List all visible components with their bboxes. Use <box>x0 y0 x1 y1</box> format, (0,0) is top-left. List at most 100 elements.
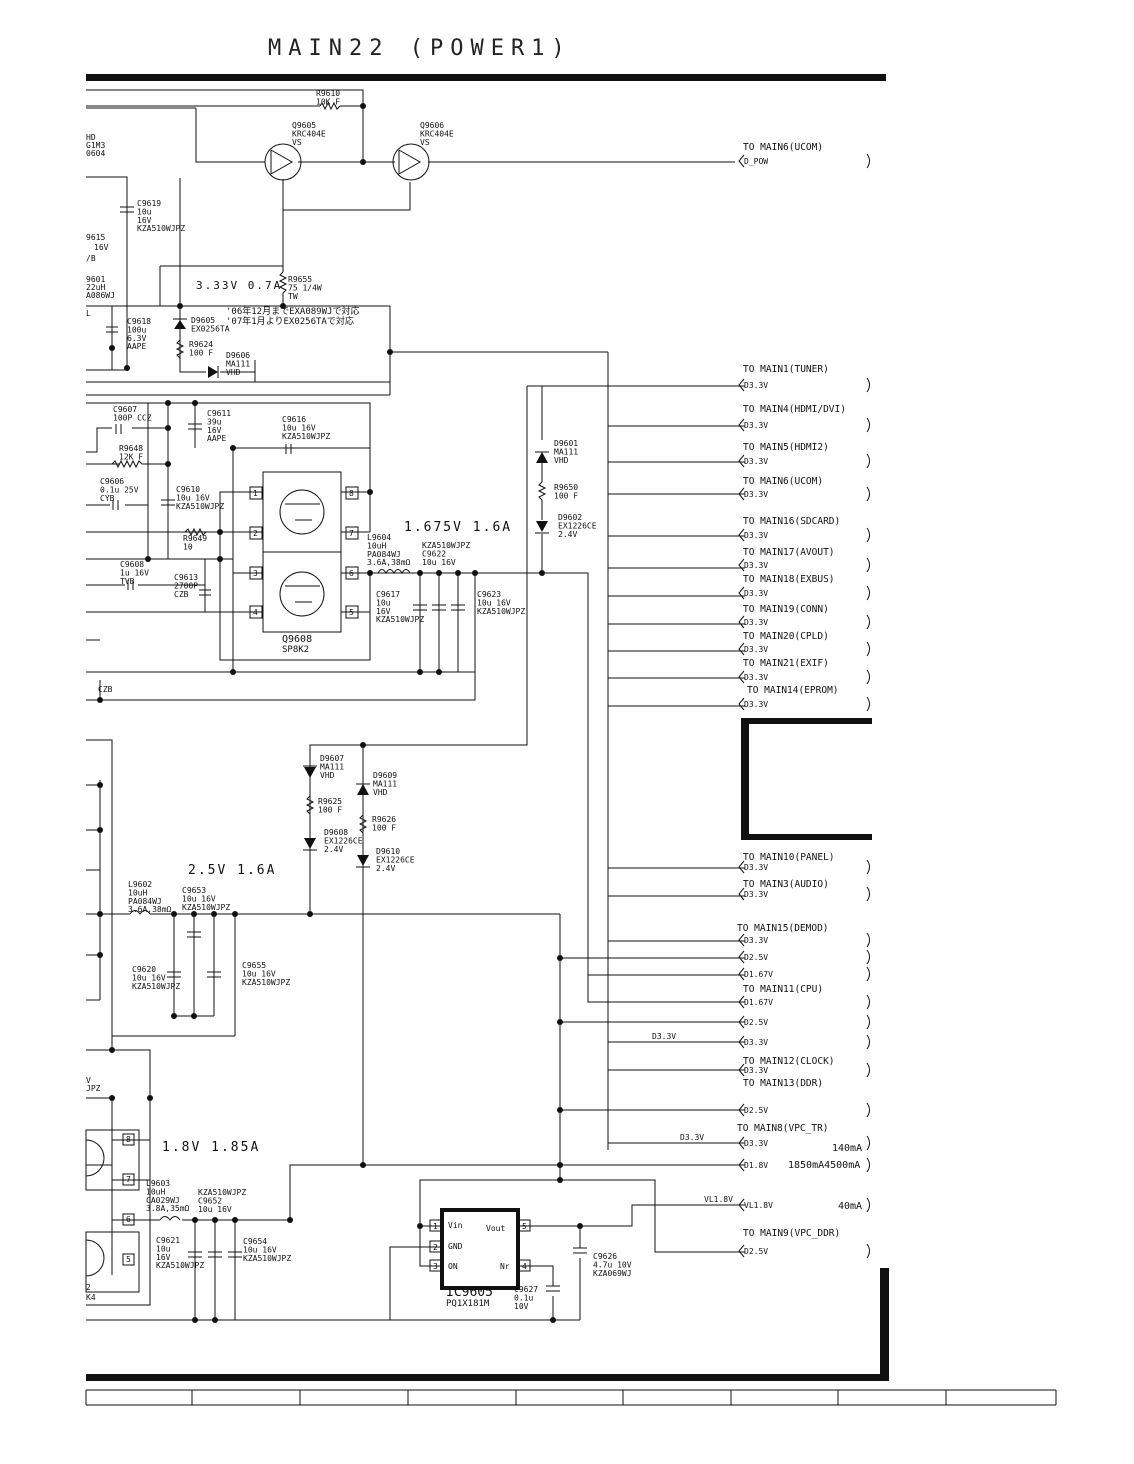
label-q9608: Q9608 <box>282 634 312 645</box>
svg-text:6: 6 <box>126 1215 131 1224</box>
label-d9606: D9606 <box>226 351 250 360</box>
label-c9613: C9613 <box>174 573 198 582</box>
label-c9655: KZA510WJPZ <box>242 978 290 987</box>
label-c9611: AAPE <box>207 434 226 443</box>
svg-text:2: 2 <box>86 1283 91 1292</box>
label-d9601: VHD <box>554 456 569 465</box>
page-title: MAIN22 (POWER1) <box>268 36 572 61</box>
connector-end <box>866 527 870 543</box>
label-c9655: C9655 <box>242 961 266 970</box>
svg-text:2: 2 <box>253 529 258 538</box>
connector-end <box>866 1034 870 1050</box>
connector-arrow <box>738 586 745 600</box>
connector-end <box>866 859 870 875</box>
svg-text:8: 8 <box>126 1135 131 1144</box>
ic9605-box <box>440 1208 520 1290</box>
label-c9619: 16V <box>137 216 152 225</box>
connector-arrow <box>738 967 745 981</box>
connector-end <box>866 696 870 712</box>
destination-net: D2.5V <box>744 1018 768 1027</box>
destination-title: TO MAIN20(CPLD) <box>743 631 829 642</box>
diodes <box>173 318 549 868</box>
label-d9602: D9602 <box>558 513 582 522</box>
connector-end <box>866 417 870 433</box>
label-c9607: C9607 <box>113 405 137 414</box>
svg-text:5: 5 <box>522 1222 527 1231</box>
label-c9622: C9622 <box>422 549 446 558</box>
svg-text:3: 3 <box>433 1262 438 1271</box>
label-c9617: 10u <box>376 598 391 607</box>
connector-end <box>866 886 870 902</box>
label-q9608: SP8K2 <box>282 645 309 655</box>
label-c9621: 16V <box>156 1253 171 1262</box>
connector-end <box>866 932 870 948</box>
pin-boxes <box>122 486 531 1272</box>
label-c9623: 10u 16V <box>477 598 511 607</box>
svg-text:1: 1 <box>433 1222 438 1231</box>
connector-arrow <box>738 454 745 468</box>
label-q9606: Q9606 <box>420 121 444 130</box>
connector-arrow <box>738 1015 745 1029</box>
svg-text:8: 8 <box>349 489 354 498</box>
label-c9653: 10u 16V <box>182 894 216 903</box>
destination-net: D3.3V <box>744 531 768 540</box>
destination-title: TO MAIN11(CPU) <box>743 984 823 995</box>
svg-text:V: V <box>86 1076 91 1085</box>
label-d9601: D9601 <box>554 439 578 448</box>
connector-end <box>866 1102 870 1118</box>
svg-text:40mA: 40mA <box>838 1201 862 1212</box>
rail-labels: 1.675V 1.6A 2.5V 1.6A 1.8V 1.85A 3.33V 0… <box>162 279 510 1155</box>
wires <box>86 89 745 1321</box>
svg-text:5: 5 <box>126 1255 131 1264</box>
destination-net: D_POW <box>744 157 768 166</box>
label-d9606: MA111 <box>226 359 250 368</box>
label-c9627: 0.1u <box>514 1293 533 1302</box>
label-r9625: 100 F <box>318 805 342 814</box>
destination-title: TO MAIN10(PANEL) <box>743 852 835 863</box>
label-d9609: D9609 <box>373 771 397 780</box>
destination-net: D1.8V <box>744 1161 768 1170</box>
connector-arrow <box>738 642 745 656</box>
label-c9619: C9619 <box>137 199 161 208</box>
label-c9623: KZA510WJPZ <box>477 607 525 616</box>
destination-title: TO MAIN17(AVOUT) <box>743 547 835 558</box>
connector-arrow <box>738 1063 745 1077</box>
connector-arrow <box>738 995 745 1009</box>
connector-end <box>866 669 870 685</box>
connector-arrow <box>738 1198 745 1212</box>
svg-text:1: 1 <box>253 489 258 498</box>
svg-text:/B: /B <box>86 254 96 263</box>
label-c9606: 0.1u 25V <box>100 485 139 494</box>
destination-net: D3.3V <box>744 890 768 899</box>
destination-title: TO MAIN13(DDR) <box>743 1078 823 1089</box>
label-c9610: 10u 16V <box>176 493 210 502</box>
label-d9608: 2.4V <box>324 845 343 854</box>
label-ic9605: PQ1X181M <box>446 1299 490 1309</box>
label-d9609: VHD <box>373 788 388 797</box>
label-ic9605: IC9605 <box>446 1285 493 1300</box>
destination-title: TO MAIN15(DEMOD) <box>737 923 829 934</box>
destination-title: TO MAIN3(AUDIO) <box>743 879 829 890</box>
label-d9606: VHD <box>226 368 241 377</box>
svg-text:D3.3V: D3.3V <box>652 1032 676 1041</box>
label-r9655: TW <box>288 292 298 301</box>
label-c9626: C9626 <box>593 1252 617 1261</box>
note-line-1: '06年12月までEXA089WJで対応 <box>226 305 359 317</box>
destination-title: TO MAIN6(UCOM) <box>743 142 823 153</box>
label-c9652: 10u 16V <box>198 1205 232 1214</box>
destination-net: D2.5V <box>744 1247 768 1256</box>
label-l9604: L9604 <box>367 533 391 542</box>
label-r9610: R9610 <box>316 89 340 98</box>
resistors <box>86 101 547 834</box>
destination-title: TO MAIN21(EXIF) <box>743 658 829 669</box>
destination-net: VL1.8V <box>744 1201 773 1210</box>
connector-arrow <box>738 615 745 629</box>
destination-net: D3.3V <box>744 700 768 709</box>
connector-arrow <box>738 697 745 711</box>
label-c9623: C9623 <box>477 590 501 599</box>
label-r9626: R9626 <box>372 815 396 824</box>
destination-net: D3.3V <box>744 1139 768 1148</box>
label-c9617: C9617 <box>376 590 400 599</box>
destination-net: D2.5V <box>744 953 768 962</box>
